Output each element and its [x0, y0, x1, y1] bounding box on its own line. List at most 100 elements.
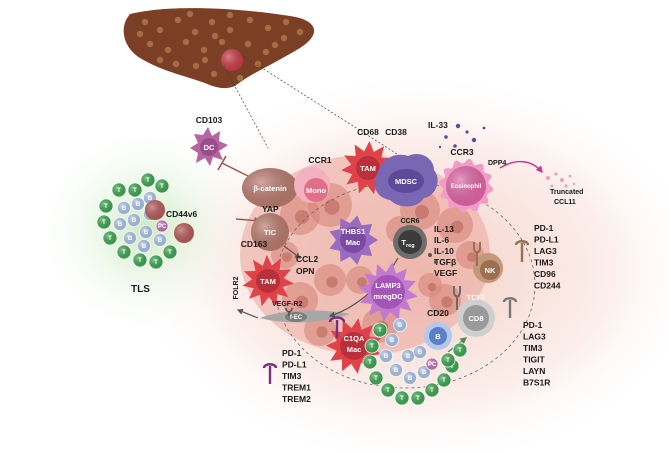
- svg-text:T: T: [104, 204, 108, 210]
- nk-receptor-icon: [473, 242, 481, 266]
- tam-cd163-label: TAM: [260, 277, 276, 286]
- nkMarkers-item: PD-1: [534, 223, 554, 233]
- svg-text:T: T: [386, 388, 390, 394]
- svg-text:T: T: [370, 344, 374, 350]
- il33-dots: [438, 123, 486, 149]
- tic-to-ccl2-arrow: [283, 245, 301, 259]
- dc-inhibition-line: [221, 162, 253, 179]
- beta-catenin-cell: β-catenin: [242, 168, 298, 208]
- c1qa-receptor-icon: [328, 316, 346, 338]
- cd8Markers-item: LAYN: [523, 366, 545, 376]
- nk-cell: NK: [473, 253, 503, 283]
- mdsc-label: MDSC: [395, 177, 418, 186]
- svg-text:B: B: [398, 323, 403, 329]
- lamp3-mregdc-cell: LAMP3 mregDC: [358, 262, 418, 322]
- b-cell-main: B: [424, 322, 452, 350]
- cd163-label: CD163: [241, 239, 268, 249]
- nkMarkers-item: CD244: [534, 281, 561, 291]
- svg-text:B: B: [158, 238, 163, 244]
- nkMarkers-item: LAG3: [534, 246, 557, 256]
- zoom-line-left: [223, 65, 269, 149]
- cd38-label: CD38: [385, 127, 407, 137]
- eosinophil-label: Eosinophil: [451, 184, 482, 190]
- nk-marker-receptor-icon: [514, 240, 530, 262]
- svg-text:T: T: [102, 220, 106, 226]
- svg-text:B: B: [122, 206, 127, 212]
- cytokine-dot-2: [434, 260, 438, 264]
- dc-cell: DC: [190, 127, 228, 166]
- yap-label: YAP: [262, 204, 279, 214]
- dpp4-label: DPP4: [488, 160, 506, 167]
- macMarkers-item: TREM1: [282, 383, 311, 393]
- truncated-ccl11-line1: Truncated: [550, 189, 583, 196]
- treg-cell: Treg: [393, 225, 427, 259]
- svg-text:T: T: [450, 364, 454, 370]
- ccl11-dots: [546, 172, 576, 188]
- c1qa-label: C1QA: [344, 334, 365, 343]
- nkMarkers-item: PD-L1: [534, 235, 559, 245]
- b-label: B: [435, 332, 441, 341]
- svg-text:B: B: [148, 196, 153, 202]
- macMarkers-item: PD-L1: [282, 360, 307, 370]
- cytokineList-item: IL-6: [434, 235, 449, 245]
- ccr3-label: CCR3: [450, 147, 473, 157]
- macMarkers-item: TREM2: [282, 394, 311, 404]
- eosinophil-to-ccl11-arrow: [499, 161, 543, 174]
- tam-top-label: TAM: [360, 164, 376, 173]
- cd8Markers-item: LAG3: [523, 332, 546, 342]
- svg-text:T: T: [430, 388, 434, 394]
- c1qa-mac-label: Mac: [347, 345, 362, 354]
- svg-text:B: B: [422, 370, 427, 376]
- svg-text:T: T: [458, 348, 462, 354]
- svg-text:B: B: [136, 202, 141, 208]
- ccr1-label: CCR1: [308, 155, 331, 165]
- cd8-label: CD8: [468, 314, 483, 323]
- truncated-ccl11-line2: CCL11: [554, 199, 576, 206]
- cd20-label: CD20: [427, 308, 449, 318]
- cd103-label: CD103: [196, 115, 223, 125]
- svg-text:T: T: [133, 188, 137, 194]
- cd8Markers-item: TIM3: [523, 343, 543, 353]
- svg-text:PC: PC: [158, 224, 167, 230]
- svg-text:T: T: [108, 236, 112, 242]
- mono-cell: Mono: [294, 167, 330, 203]
- nk-label: NK: [485, 266, 496, 275]
- liver-illustration: [123, 8, 315, 89]
- svg-text:B: B: [394, 368, 399, 374]
- svg-text:B: B: [390, 338, 395, 344]
- svg-text:B: B: [118, 222, 123, 228]
- svg-text:T: T: [368, 360, 372, 366]
- thbs1-mac-cell: THBS1 Mac: [329, 215, 378, 265]
- svg-text:PC: PC: [428, 362, 437, 368]
- svg-text:B: B: [144, 230, 149, 236]
- macMarkers-item: TIM3: [282, 371, 302, 381]
- cd8-marker-receptor-icon: [502, 297, 518, 318]
- mono-label: Mono: [306, 186, 326, 195]
- vegfr2-label: VEGF-R2: [272, 301, 302, 308]
- svg-text:T: T: [154, 260, 158, 266]
- tls-label: TLS: [131, 284, 150, 295]
- beta-catenin-label: β-catenin: [253, 184, 287, 193]
- tcf1-label: TCF1: [467, 293, 486, 302]
- cd8Markers-item: PD-1: [523, 320, 543, 330]
- lamp3-label: LAMP3: [375, 281, 400, 290]
- svg-text:B: B: [132, 218, 137, 224]
- cd8Markers-item: B7S1R: [523, 378, 550, 388]
- vegfr2-receptor-icon: [285, 307, 293, 316]
- ccl2-label: CCL2: [296, 254, 318, 264]
- svg-text:B: B: [384, 354, 389, 360]
- svg-text:T: T: [378, 328, 382, 334]
- svg-text:T: T: [446, 358, 450, 364]
- eosinophil-cell: Eosinophil: [438, 158, 494, 214]
- mac-marker-receptor-icon: [262, 363, 278, 384]
- treg-label: Treg: [401, 238, 414, 249]
- svg-text:T: T: [138, 258, 142, 264]
- cd8-receptor-icon: [453, 286, 461, 310]
- svg-text:T: T: [122, 250, 126, 256]
- nkMarkers-item: TIM3: [534, 258, 554, 268]
- svg-text:T: T: [416, 396, 420, 402]
